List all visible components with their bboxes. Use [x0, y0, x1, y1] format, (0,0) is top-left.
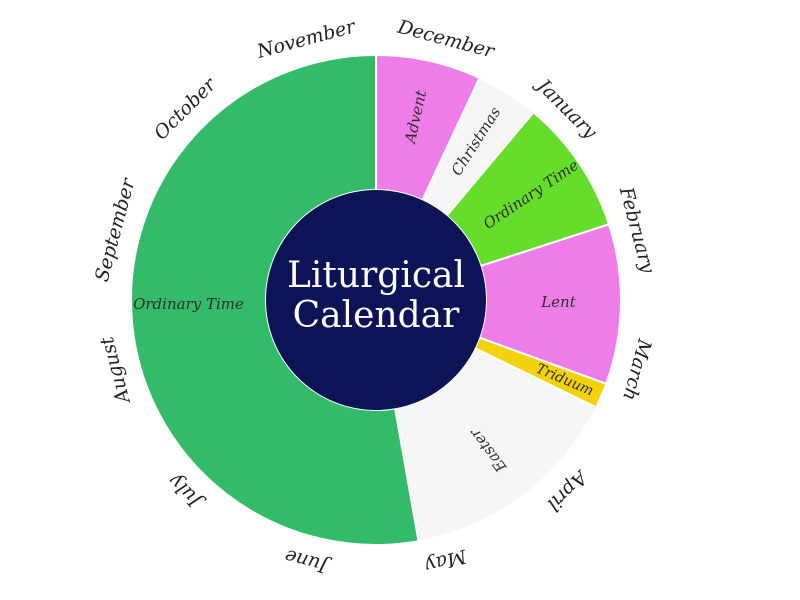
- segments-layer: [130, 53, 622, 546]
- month-label-august: August: [96, 334, 135, 407]
- month-label-july: July: [164, 470, 208, 514]
- chart-title-line-2: Calendar: [293, 295, 461, 336]
- month-label-december: December: [394, 16, 498, 64]
- chart-title-line-1: Liturgical: [287, 255, 465, 296]
- month-label-february: February: [615, 184, 659, 276]
- month-label-june: June: [282, 545, 333, 579]
- month-label-may: May: [423, 545, 470, 577]
- segment-label-lent-3: Lent: [540, 293, 576, 311]
- month-label-november: November: [254, 15, 360, 63]
- month-label-march: March: [618, 336, 656, 403]
- segment-label-ordinary-time-6: Ordinary Time: [133, 295, 244, 313]
- center-disc: [266, 190, 486, 410]
